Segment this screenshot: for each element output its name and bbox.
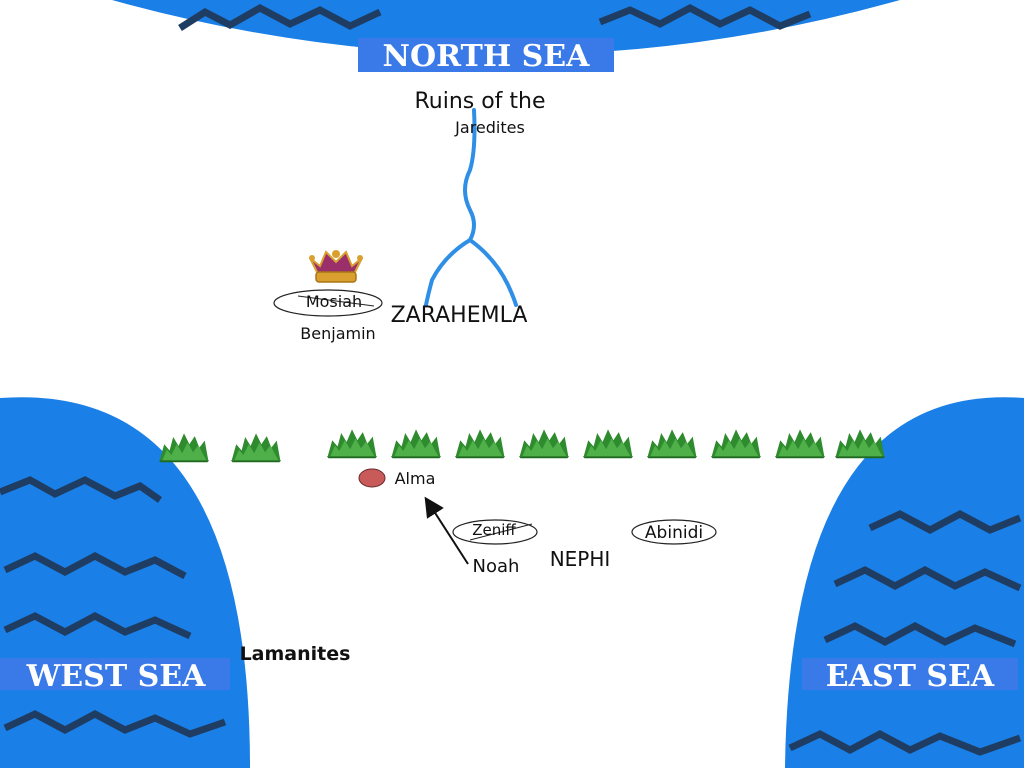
ruins-label-line2: Jaredites	[454, 118, 525, 137]
crown-icon	[309, 250, 363, 283]
abinidi-oval	[631, 519, 717, 545]
abinidi-label: Abinidi	[645, 523, 703, 543]
west-sea-waves	[0, 476, 227, 738]
noah-label: Noah	[473, 556, 520, 577]
zeniff-label: Zeniff	[472, 521, 516, 539]
east-sea-label: EAST SEA	[826, 659, 995, 694]
west-sea: WEST SEA	[0, 397, 250, 768]
alma-label: Alma	[395, 469, 436, 488]
north-sea-label: NORTH SEA	[383, 39, 591, 74]
location-dot-icon	[358, 468, 386, 488]
east-sea-label-bg	[802, 658, 1018, 690]
mosiah-oval	[273, 289, 383, 317]
north-sea-label-bg	[358, 38, 614, 72]
lamanites-label: Lamanites	[240, 643, 351, 665]
flight-arrow	[424, 496, 469, 565]
east-sea-waves	[788, 510, 1022, 756]
nephi-label: NEPHI	[550, 547, 611, 571]
ruins-label-line1: Ruins of the	[414, 89, 545, 114]
benjamin-label: Benjamin	[300, 324, 375, 343]
west-sea-label: WEST SEA	[26, 659, 207, 694]
zarahemla-label: ZARAHEMLA	[391, 303, 528, 328]
mosiah-strike	[297, 295, 375, 307]
north-sea-waves	[178, 4, 812, 31]
north-sea: NORTH SEA	[112, 0, 900, 74]
west-sea-label-bg	[0, 658, 230, 690]
zeniff-strike	[469, 523, 533, 541]
east-sea: EAST SEA	[785, 397, 1024, 768]
wilderness-forest	[158, 429, 886, 463]
mosiah-label: Mosiah	[306, 292, 362, 311]
river	[424, 108, 518, 307]
zeniff-oval	[452, 519, 538, 545]
